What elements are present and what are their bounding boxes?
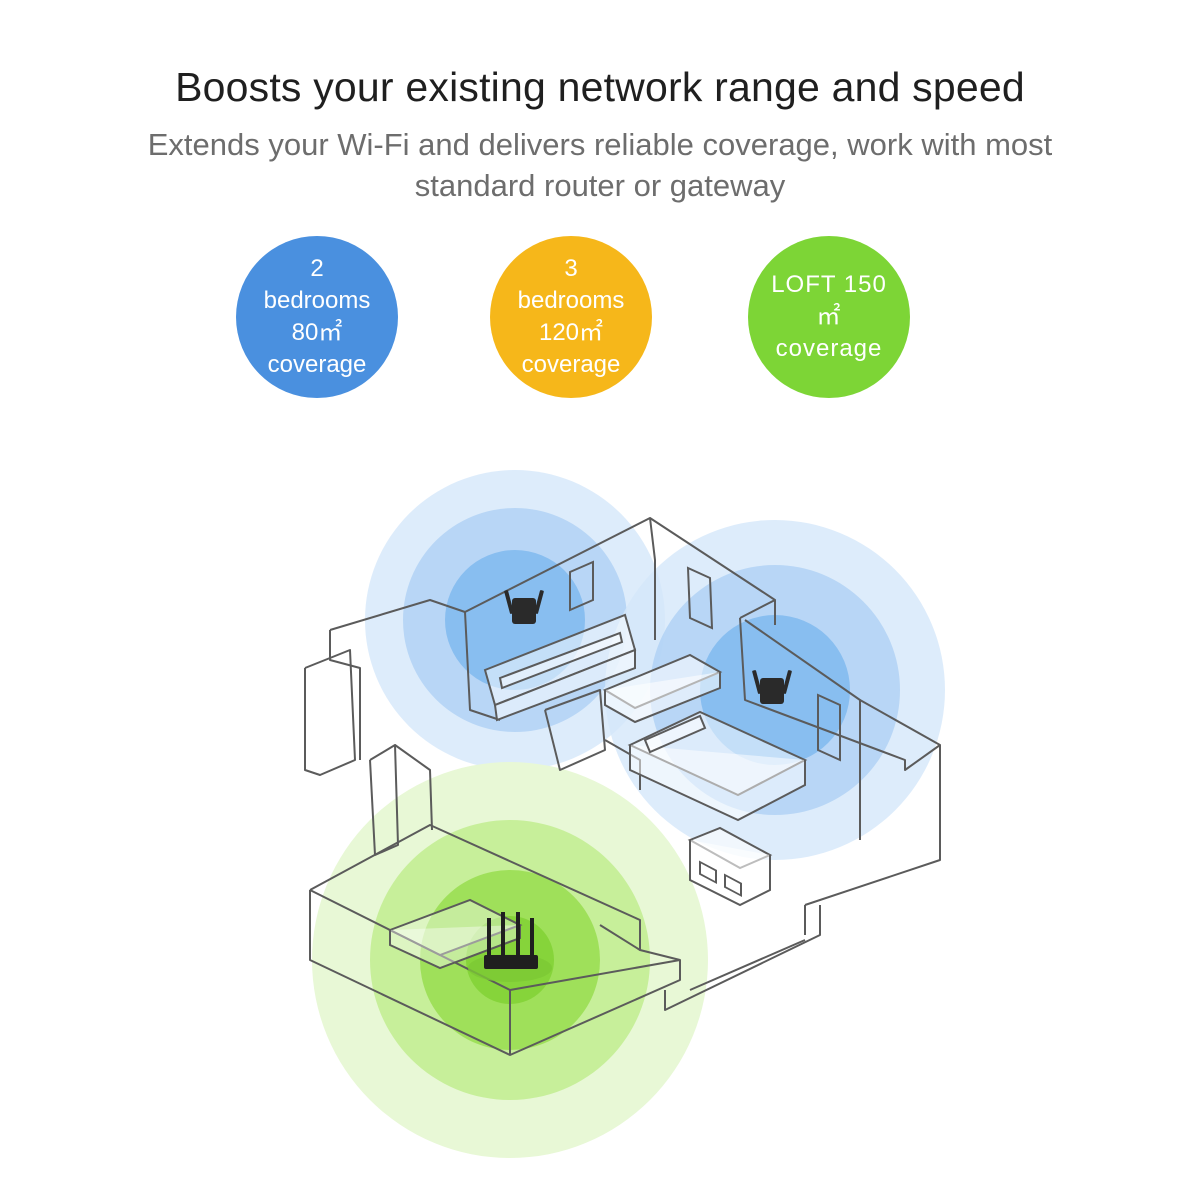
wifi-extender-icon [504,590,544,624]
badge-coverage-label: coverage [775,335,883,362]
coverage-badge-3-bedrooms: 3 bedrooms 120㎡ coverage [490,236,652,398]
furniture-sofa-upper [483,613,637,722]
router-icon [468,912,552,982]
page-title: Boosts your existing network range and s… [175,64,1025,110]
coverage-badge-loft: LOFT 150 ㎡ coverage [748,236,910,398]
badge-coverage-label: coverage [267,351,367,378]
furniture-bed [627,710,808,822]
badge-rooms-label: bedrooms [263,287,371,314]
badge-area: 120㎡ [538,319,604,346]
badge-coverage-label: coverage [521,351,621,378]
wifi-extender-icon [752,670,792,704]
subtitle-line-2: standard router or gateway [414,168,786,203]
coverage-badge-2-bedrooms: 2 bedrooms 80㎡ coverage [236,236,398,398]
subtitle-line-1: Extends your Wi-Fi and delivers reliable… [147,127,1053,162]
furniture-tv-stand [687,826,773,907]
badge-rooms-count: 2 [310,255,324,282]
page-subtitle: Extends your Wi-Fi and delivers reliable… [60,124,1140,206]
house-floorplan-illustration [304,470,945,1158]
badge-rooms-label: bedrooms [517,287,625,314]
badge-loft-area: LOFT 150 [771,271,887,298]
furniture-doors-windows [569,560,841,762]
badge-rooms-count: 3 [564,255,578,282]
badge-area-unit: ㎡ [816,303,842,330]
furniture-table [602,653,723,724]
house-walls [304,517,941,1056]
badge-area: 80㎡ [291,319,343,346]
